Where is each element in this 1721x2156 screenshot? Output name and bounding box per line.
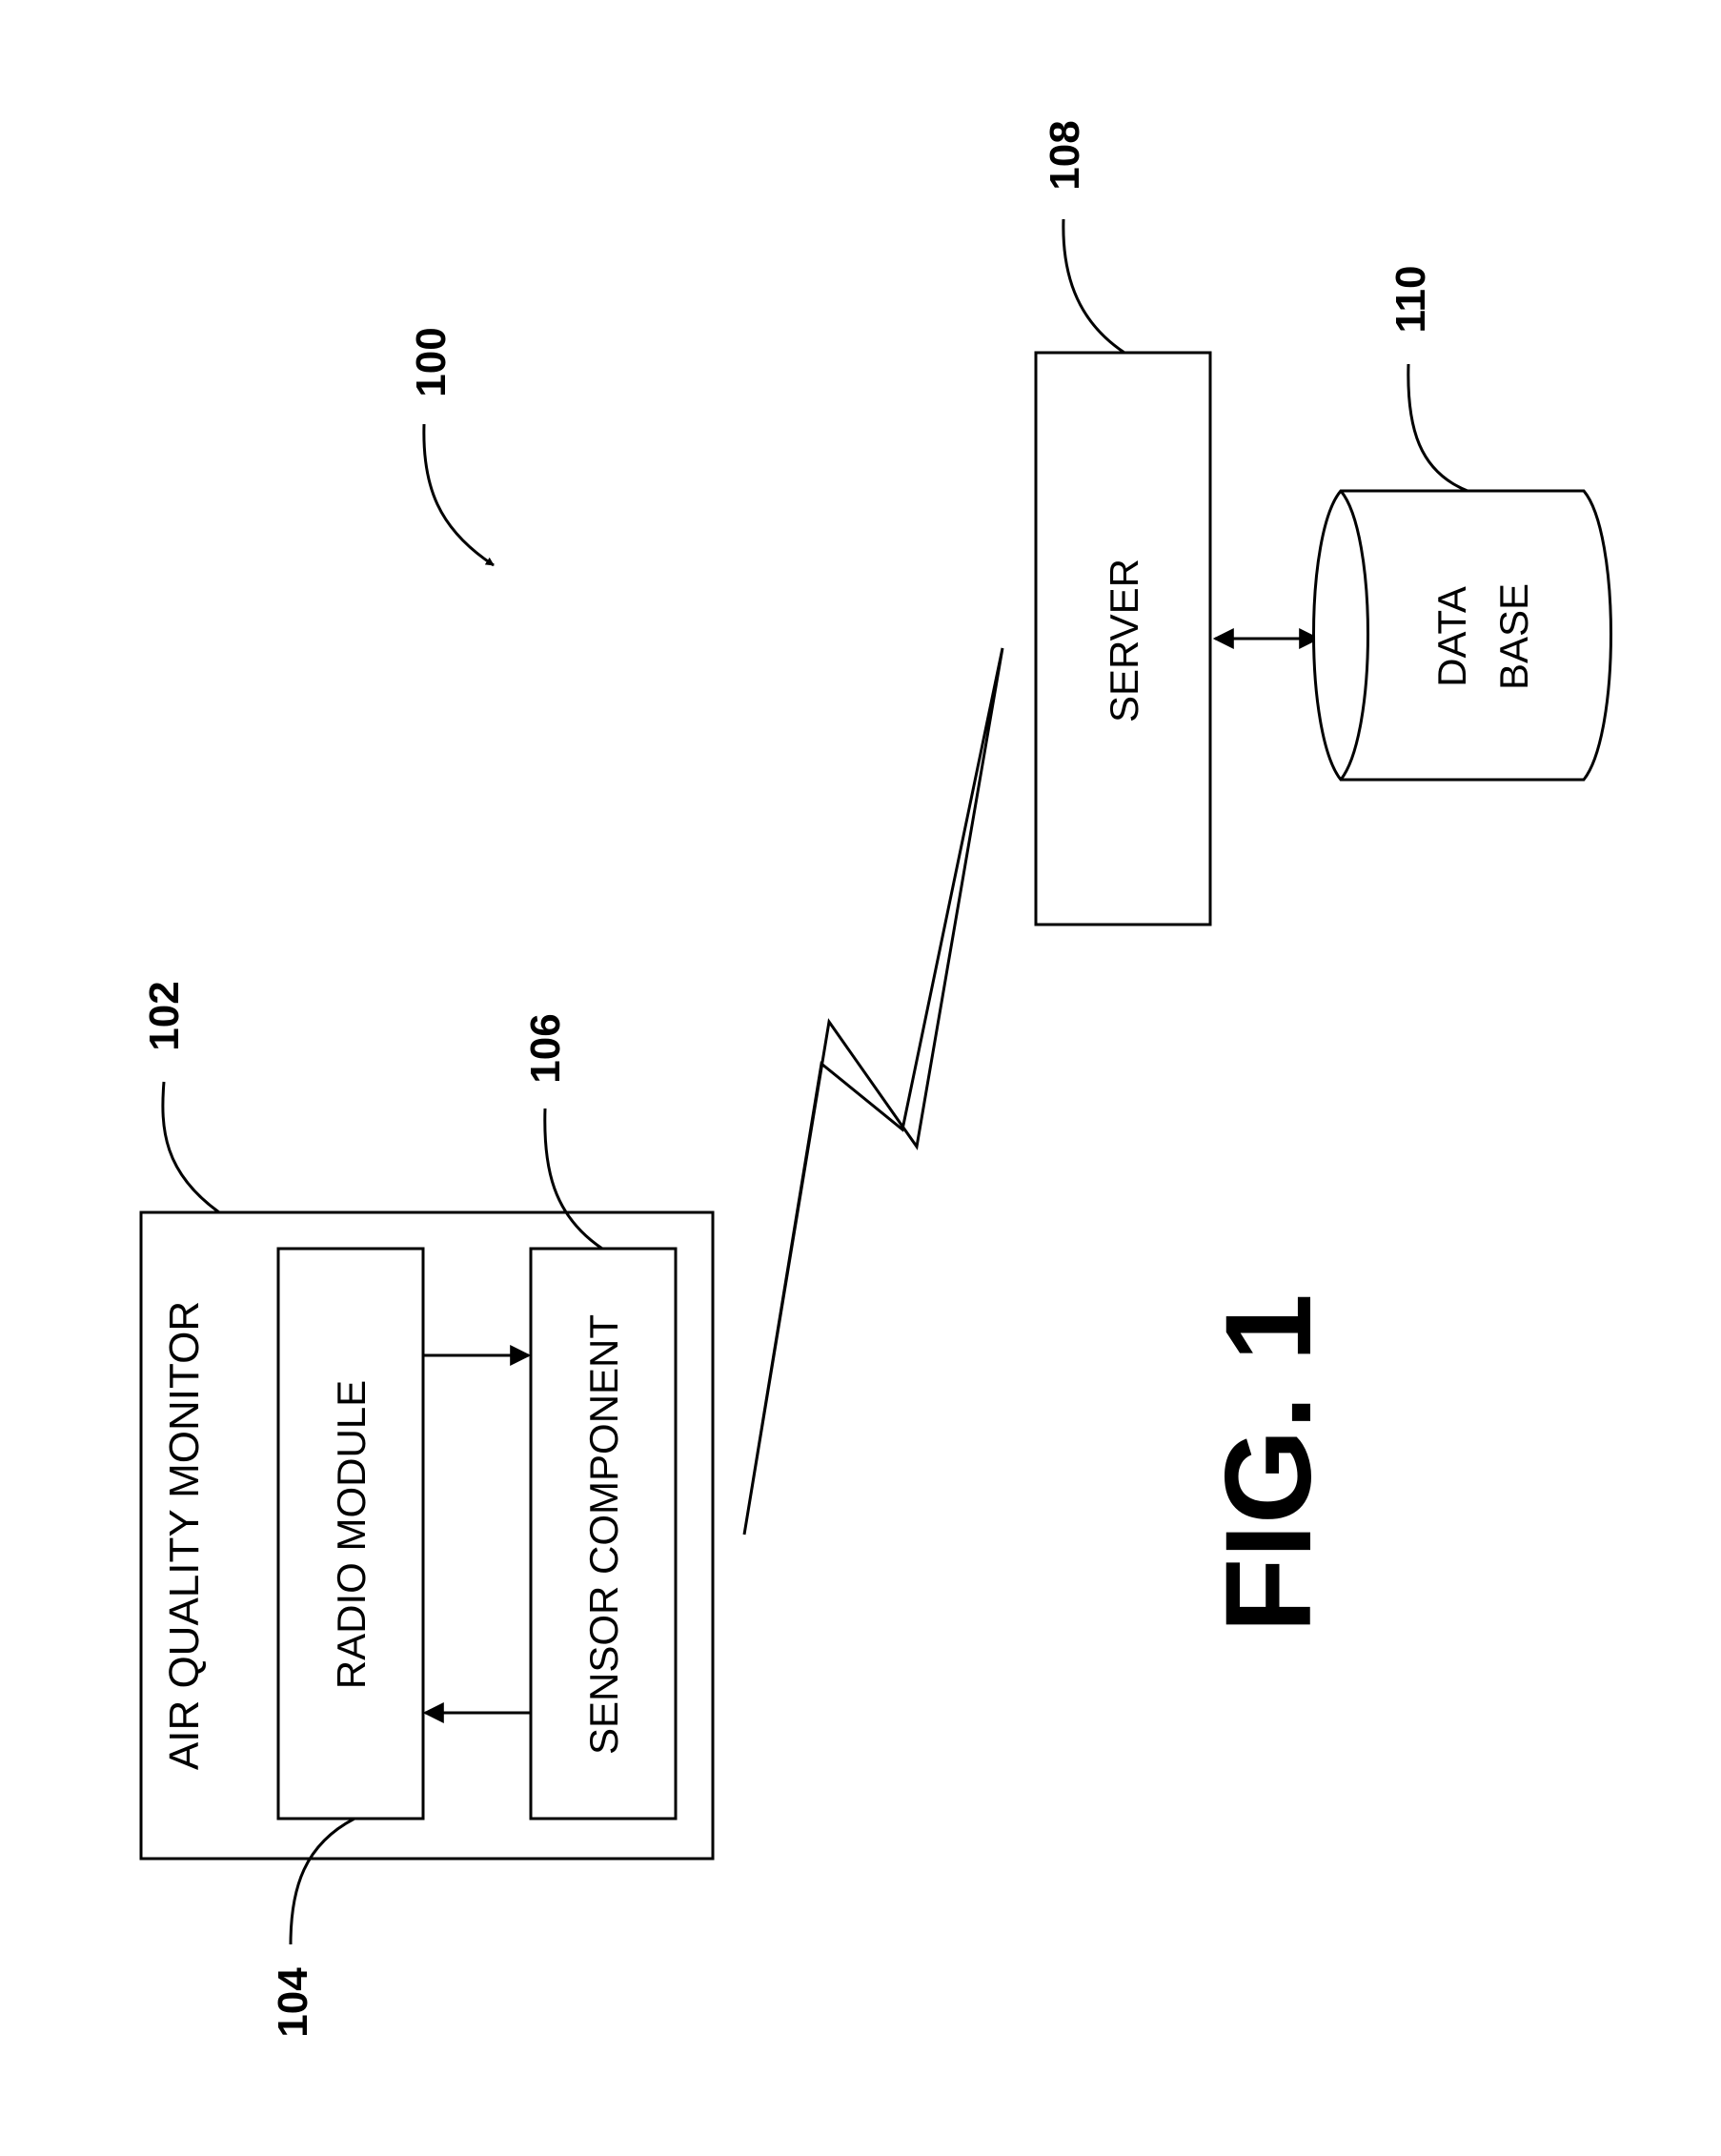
radio-module-label: RADIO MODULE bbox=[329, 1380, 374, 1689]
air-quality-monitor-label: AIR QUALITY MONITOR bbox=[161, 1301, 208, 1770]
ref-110: 110 bbox=[1387, 266, 1434, 334]
ref-102: 102 bbox=[141, 981, 188, 1050]
ref-100: 100 bbox=[408, 327, 455, 397]
sensor-component-label: SENSOR COMPONENT bbox=[581, 1314, 626, 1755]
ref-106: 106 bbox=[522, 1013, 569, 1083]
leader-100 bbox=[424, 424, 494, 565]
ref-108: 108 bbox=[1042, 120, 1088, 190]
database-label-line2: BASE bbox=[1491, 583, 1536, 690]
leader-102 bbox=[163, 1082, 219, 1212]
database-label-line1: DATA bbox=[1429, 586, 1474, 687]
server-label: SERVER bbox=[1102, 559, 1146, 722]
figure-caption: FIG. 1 bbox=[1201, 1293, 1337, 1633]
leader-108 bbox=[1063, 219, 1124, 353]
wireless-link-icon bbox=[744, 648, 1002, 1535]
leader-110 bbox=[1408, 364, 1468, 491]
ref-104: 104 bbox=[270, 1967, 316, 2038]
